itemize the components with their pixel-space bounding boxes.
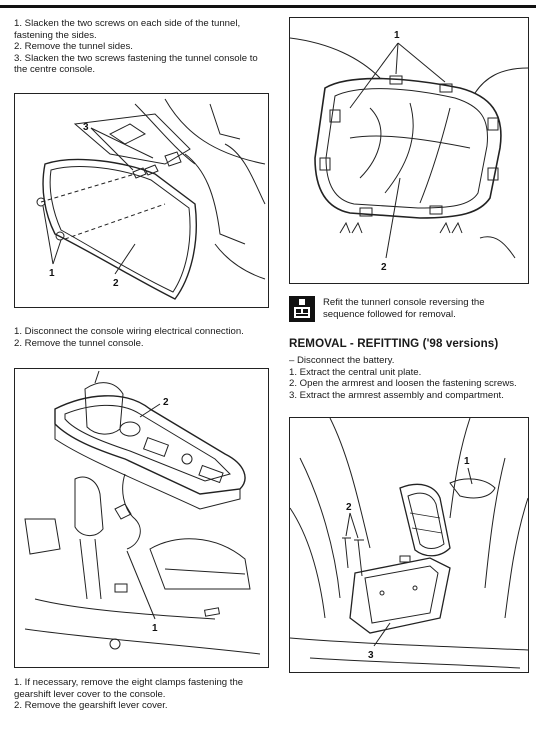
tunnel-console-drawing: 2 1 xyxy=(24,370,261,655)
step-a1: 1. Slacken the two screws on each side o… xyxy=(14,18,241,41)
refitting-icon xyxy=(289,296,315,322)
fig3-callout-2: 2 xyxy=(381,262,387,273)
top-rule xyxy=(0,5,536,8)
fig4-callout-3: 3 xyxy=(368,650,374,661)
steps-b: 1. Disconnect the console wiring electri… xyxy=(14,326,268,349)
steps-right: – Disconnect the battery. 1. Extract the… xyxy=(289,355,529,401)
figure-tunnel-console-removal: 2 1 xyxy=(14,368,269,668)
step-r3: 3. Extract the armrest assembly and comp… xyxy=(289,389,504,401)
tunnel-side-drawing: 3 1 2 xyxy=(36,98,266,300)
figure-gearshift-cover: 1 2 xyxy=(289,17,529,284)
step-c2: 2. Remove the gearshift lever cover. xyxy=(14,700,168,712)
fig1-callout-3: 3 xyxy=(83,122,89,133)
fig4-callout-1: 1 xyxy=(464,456,470,467)
step-r2: 2. Open the armrest and loosen the faste… xyxy=(289,378,517,390)
step-b2: 2. Remove the tunnel console. xyxy=(14,337,144,349)
fig1-callout-2: 2 xyxy=(113,278,119,289)
fig3-callout-1: 1 xyxy=(394,30,400,41)
step-b1: 1. Disconnect the console wiring electri… xyxy=(14,326,244,337)
steps-c: 1. If necessary, remove the eight clamps… xyxy=(14,677,268,712)
figure-armrest-removal: 1 2 3 xyxy=(289,417,529,673)
armrest-drawing: 1 2 3 xyxy=(290,418,528,669)
fig2-callout-1: 1 xyxy=(152,623,158,634)
gearshift-cover-drawing: 1 2 xyxy=(290,30,528,273)
fig2-callout-2: 2 xyxy=(163,397,169,408)
step-c1: 1. If necessary, remove the eight clamps… xyxy=(14,677,244,700)
figure-tunnel-side-removal: 3 1 2 xyxy=(14,93,269,308)
fig4-callout-2: 2 xyxy=(346,502,352,513)
step-a3: 3. Slacken the two screws fastening the … xyxy=(14,52,258,76)
step-a2: 2. Remove the tunnel sides. xyxy=(14,41,133,53)
fig1-callout-1: 1 xyxy=(49,268,55,279)
step-r1: 1. Extract the central unit plate. xyxy=(289,366,422,378)
steps-a: 1. Slacken the two screws on each side o… xyxy=(14,18,268,76)
refit-note: Refit the tunnerl console reversing the … xyxy=(323,297,485,320)
step-r0: – Disconnect the battery. xyxy=(289,355,395,366)
section-heading: REMOVAL - REFITTING ('98 versions) xyxy=(289,337,499,350)
